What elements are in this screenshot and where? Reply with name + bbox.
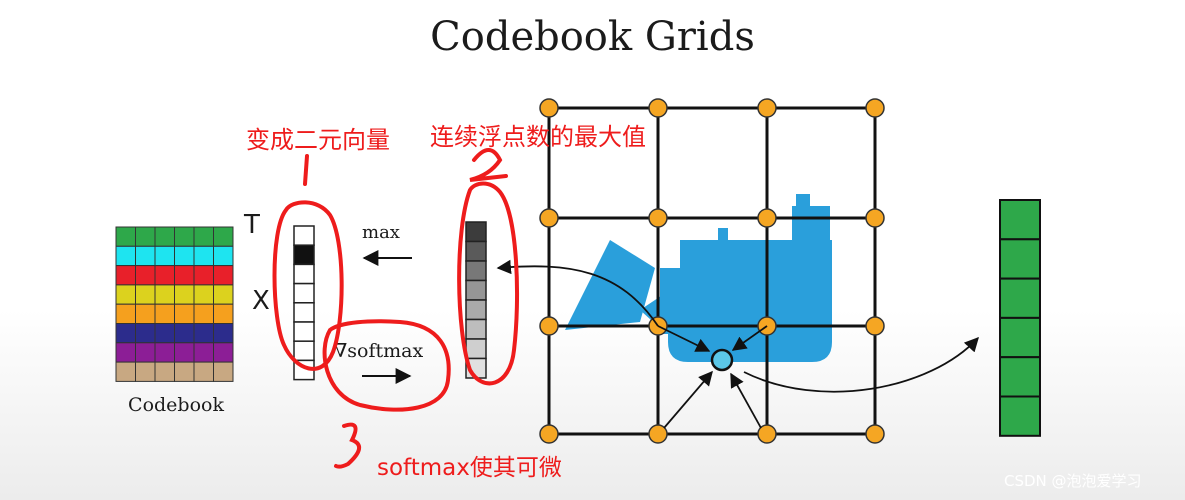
mark-two: [469, 148, 508, 182]
float-cell: [465, 318, 487, 340]
loop-float: [457, 181, 520, 386]
red-annotation-marks: [272, 148, 520, 469]
annotation-float-max: 连续浮点数的最大值: [430, 123, 646, 151]
neighbor-arrow: [730, 372, 762, 429]
mark-one: [303, 154, 309, 186]
binary-cell: [293, 302, 315, 323]
grid-node: [539, 98, 559, 118]
float-cell: [465, 279, 487, 301]
query-point: [710, 348, 734, 372]
codebook-lattice: [547, 106, 877, 436]
grid-node: [757, 424, 777, 444]
loop-softmax: [322, 319, 451, 412]
vector-label-x: X: [252, 286, 270, 316]
float-cell: [465, 240, 487, 262]
float-cell: [465, 221, 487, 243]
annotation-softmax: softmax使其可微: [377, 455, 562, 481]
curved-arrow-to-vector: [496, 259, 659, 327]
float-cell: [465, 338, 487, 360]
grid-node: [757, 208, 777, 228]
grid-node: [648, 98, 668, 118]
output-cell: [999, 356, 1041, 398]
float-cell: [465, 299, 487, 321]
binary-cell: [293, 282, 315, 304]
codebook-cell: [213, 361, 234, 382]
binary-cell: [293, 244, 315, 266]
grid-node: [865, 98, 885, 118]
output-cell: [999, 395, 1041, 437]
annotation-binary-vector: 变成二元向量: [246, 126, 390, 154]
grid-node: [539, 316, 559, 336]
binary-cell: [293, 225, 315, 246]
grid-node: [539, 424, 559, 444]
codebook-label: Codebook: [128, 394, 224, 416]
loop-binary: [272, 200, 344, 371]
binary-cell: [293, 263, 315, 285]
output-cell: [999, 238, 1041, 280]
watermark: CSDN @泡泡爱学习: [1004, 472, 1142, 490]
curved-arrow-to-output: [743, 336, 979, 393]
neighbor-arrow: [663, 370, 713, 429]
float-vector: [465, 221, 487, 379]
grid-node: [865, 424, 885, 444]
max-label: max: [362, 222, 400, 243]
grid-node: [648, 424, 668, 444]
grid-node: [865, 208, 885, 228]
output-cell: [999, 277, 1041, 319]
grid-node: [757, 98, 777, 118]
page-title: Codebook Grids: [430, 14, 755, 60]
output-cell: [999, 316, 1041, 359]
binary-vector: [293, 225, 315, 381]
float-cell: [465, 260, 487, 282]
grid-node: [648, 208, 668, 228]
excavator-icon: [565, 194, 832, 362]
binary-cell: [293, 340, 315, 362]
grid-node: [539, 208, 559, 228]
output-cell: [999, 199, 1041, 241]
mark-three: [334, 422, 361, 469]
output-vector: [999, 199, 1041, 437]
grad-softmax-label: ∇softmax: [334, 340, 424, 362]
vector-label-t: T: [244, 210, 260, 240]
neighbor-arrow: [731, 325, 768, 351]
binary-cell: [293, 321, 315, 342]
neighbor-arrow: [657, 325, 711, 352]
grid-node: [865, 316, 885, 336]
